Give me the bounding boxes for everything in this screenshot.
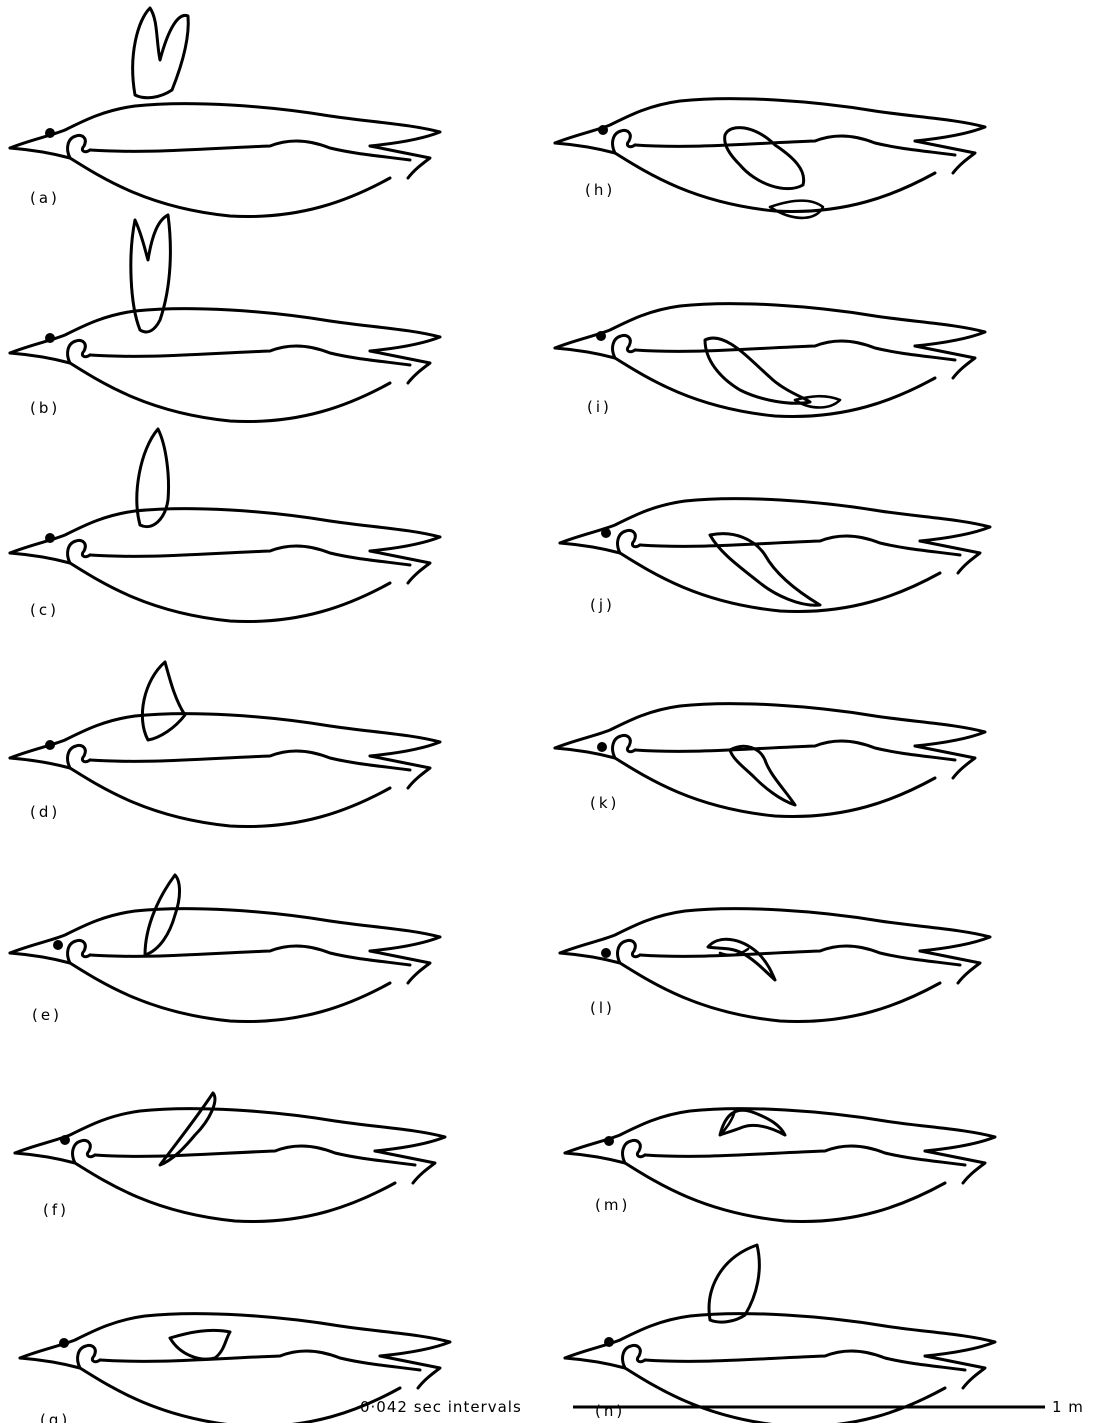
panel-label: (m) bbox=[595, 1196, 630, 1214]
panel-label: (n) bbox=[595, 1402, 625, 1420]
eye-icon bbox=[604, 1136, 614, 1146]
panel-label: (l) bbox=[590, 999, 615, 1017]
panel-label: (a) bbox=[30, 189, 60, 207]
panel-label: (d) bbox=[30, 803, 60, 821]
eye-icon bbox=[598, 125, 608, 135]
eye-icon bbox=[45, 740, 55, 750]
panel-label: (i) bbox=[587, 398, 612, 416]
panel-e: (e) bbox=[10, 875, 440, 1024]
panel-c: (c) bbox=[10, 429, 440, 622]
panel-k: (k) bbox=[555, 704, 985, 817]
scale-label: 1 m bbox=[1052, 1398, 1084, 1416]
panel-label: (j) bbox=[590, 596, 615, 614]
panel-m: (m) bbox=[565, 1109, 995, 1222]
panel-n: (n) bbox=[565, 1245, 995, 1423]
eye-icon bbox=[59, 1338, 69, 1348]
panel-label: (f) bbox=[43, 1201, 69, 1219]
flipper-shape bbox=[137, 429, 169, 527]
panel-label: (k) bbox=[590, 794, 619, 812]
panel-l: (l) bbox=[560, 909, 990, 1022]
flipper-shape bbox=[725, 128, 804, 189]
panel-label: (h) bbox=[585, 181, 615, 199]
eye-icon bbox=[53, 940, 63, 950]
eye-icon bbox=[45, 533, 55, 543]
panel-f: (f) bbox=[15, 1093, 445, 1222]
eye-icon bbox=[596, 331, 606, 341]
panel-label: (g) bbox=[40, 1411, 70, 1423]
flipper-shape bbox=[133, 8, 189, 98]
panel-i: (i) bbox=[555, 304, 985, 417]
panel-label: (b) bbox=[30, 399, 60, 417]
panel-j: (j) bbox=[560, 499, 990, 614]
flipper-shape bbox=[145, 875, 180, 955]
panel-label: (e) bbox=[32, 1006, 62, 1024]
panel-h: (h) bbox=[555, 99, 985, 218]
eye-icon bbox=[601, 948, 611, 958]
panel-a: (a) bbox=[10, 8, 440, 217]
flipper-shape bbox=[170, 1330, 230, 1359]
eye-icon bbox=[601, 528, 611, 538]
panel-label: (c) bbox=[30, 601, 59, 619]
eye-icon bbox=[597, 742, 607, 752]
interval-caption: 0·042 sec intervals bbox=[360, 1398, 522, 1416]
eye-icon bbox=[604, 1337, 614, 1347]
panel-d: (d) bbox=[10, 662, 440, 827]
flipper-shape bbox=[131, 215, 171, 332]
eye-icon bbox=[45, 333, 55, 343]
eye-icon bbox=[60, 1135, 70, 1145]
flipper-shape bbox=[730, 746, 795, 805]
flipper-shape bbox=[708, 939, 775, 980]
eye-icon bbox=[45, 128, 55, 138]
flipper-shape bbox=[709, 1245, 759, 1322]
panel-b: (b) bbox=[10, 215, 440, 422]
flipper-shape bbox=[142, 662, 185, 740]
